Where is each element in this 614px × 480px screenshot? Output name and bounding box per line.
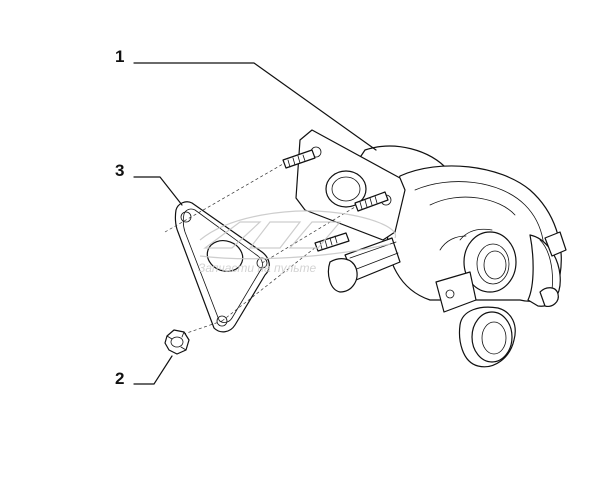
stud-lower <box>314 232 350 252</box>
callout-1: 1 <box>115 47 377 151</box>
stud-middle <box>354 191 389 212</box>
watermark-logo: Запчасти на пульте <box>198 210 397 275</box>
callout-2: 2 <box>115 355 173 388</box>
callout-label-1: 1 <box>115 47 124 66</box>
turbocharger <box>282 129 567 368</box>
callout-label-3: 3 <box>115 161 124 180</box>
watermark-text: Запчасти на пульте <box>198 261 317 275</box>
callout-label-2: 2 <box>115 369 124 388</box>
stud-upper <box>282 149 316 169</box>
gasket <box>174 201 270 333</box>
callout-3: 3 <box>115 161 183 206</box>
nut <box>164 329 190 355</box>
